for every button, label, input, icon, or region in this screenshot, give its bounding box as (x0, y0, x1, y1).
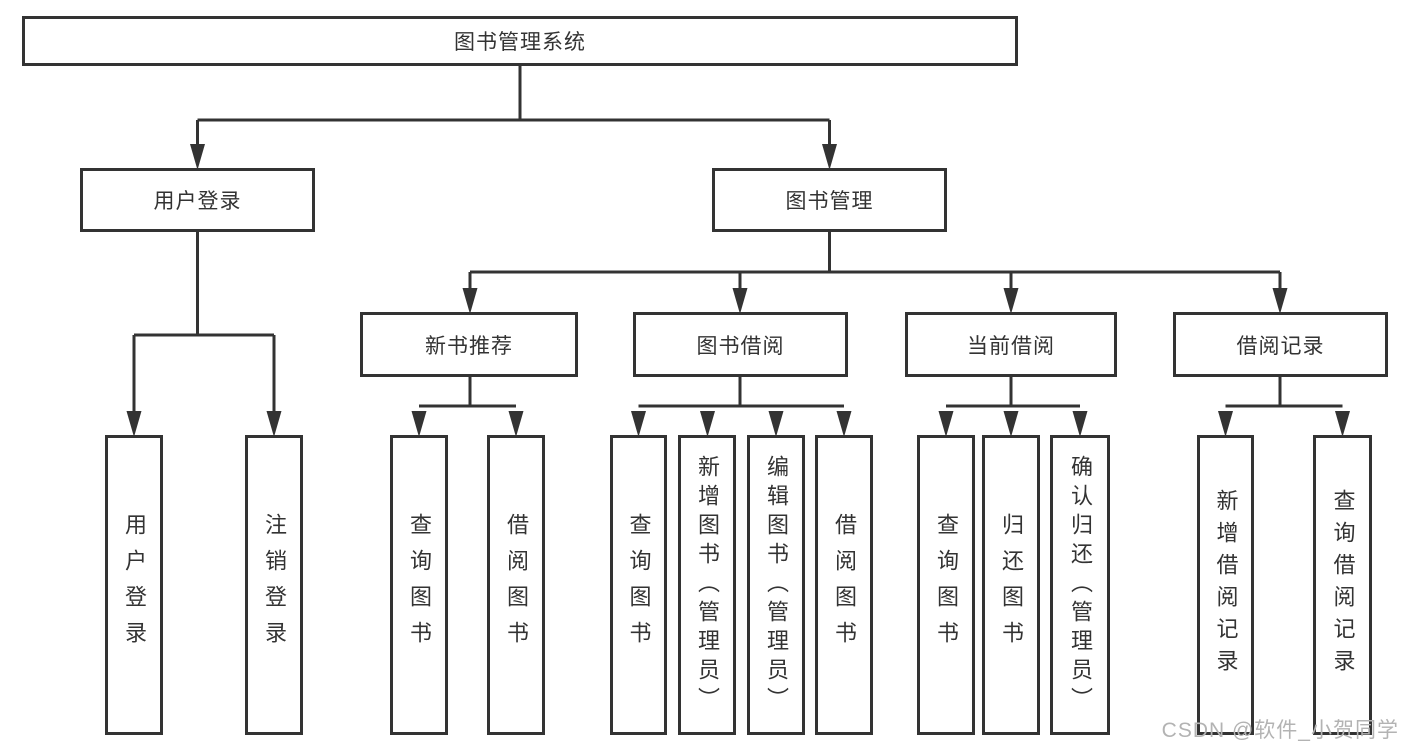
node-edit-books-admin-label: 编辑图书（管理员） (764, 454, 789, 716)
node-query-books-borrow-label: 查询图书 (626, 513, 652, 657)
node-query-books-recommend-label: 查询图书 (407, 513, 432, 657)
node-add-books-admin-label: 新增图书（管理员） (695, 454, 720, 716)
node-borrowing-records: 借阅记录 (1173, 312, 1388, 377)
node-borrowing-records-label: 借阅记录 (1236, 334, 1325, 358)
node-query-books-current: 查询图书 (917, 435, 975, 735)
node-user-login-leaf-label: 用户登录 (122, 513, 147, 657)
node-add-books-admin: 新增图书（管理员） (678, 435, 736, 735)
node-confirm-return-admin: 确认归还（管理员） (1050, 435, 1110, 735)
node-edit-books-admin: 编辑图书（管理员） (747, 435, 805, 735)
node-new-book-recommend: 新书推荐 (360, 312, 578, 377)
node-library-system-label: 图书管理系统 (454, 31, 586, 54)
node-logout-label: 注销登录 (262, 513, 287, 657)
node-borrow-books-label: 借阅图书 (832, 513, 857, 657)
node-query-books-borrow: 查询图书 (610, 435, 667, 735)
node-query-borrow-record: 查询借阅记录 (1313, 435, 1372, 735)
node-return-books: 归还图书 (982, 435, 1040, 735)
node-user-login-leaf: 用户登录 (105, 435, 163, 735)
node-user-login-label: 用户登录 (153, 190, 242, 213)
node-current-borrowing: 当前借阅 (905, 312, 1117, 377)
node-book-borrowing-label: 图书借阅 (696, 334, 785, 358)
node-borrow-books: 借阅图书 (815, 435, 873, 735)
node-user-login: 用户登录 (80, 168, 315, 232)
node-logout: 注销登录 (245, 435, 303, 735)
node-new-book-recommend-label: 新书推荐 (425, 334, 513, 358)
node-library-system: 图书管理系统 (22, 16, 1018, 66)
node-return-books-label: 归还图书 (999, 513, 1024, 657)
node-borrow-books-recommend-label: 借阅图书 (504, 513, 529, 657)
node-confirm-return-admin-label: 确认归还（管理员） (1068, 454, 1093, 716)
node-current-borrowing-label: 当前借阅 (967, 334, 1055, 358)
node-add-borrow-record: 新增借阅记录 (1197, 435, 1254, 735)
node-borrow-books-recommend: 借阅图书 (487, 435, 545, 735)
node-query-books-recommend: 查询图书 (390, 435, 448, 735)
node-query-borrow-record-label: 查询借阅记录 (1330, 489, 1356, 681)
node-add-borrow-record-label: 新增借阅记录 (1213, 489, 1239, 681)
node-book-borrowing: 图书借阅 (633, 312, 848, 377)
node-query-books-current-label: 查询图书 (934, 513, 959, 657)
node-book-management: 图书管理 (712, 168, 947, 232)
node-book-management-label: 图书管理 (785, 190, 874, 213)
